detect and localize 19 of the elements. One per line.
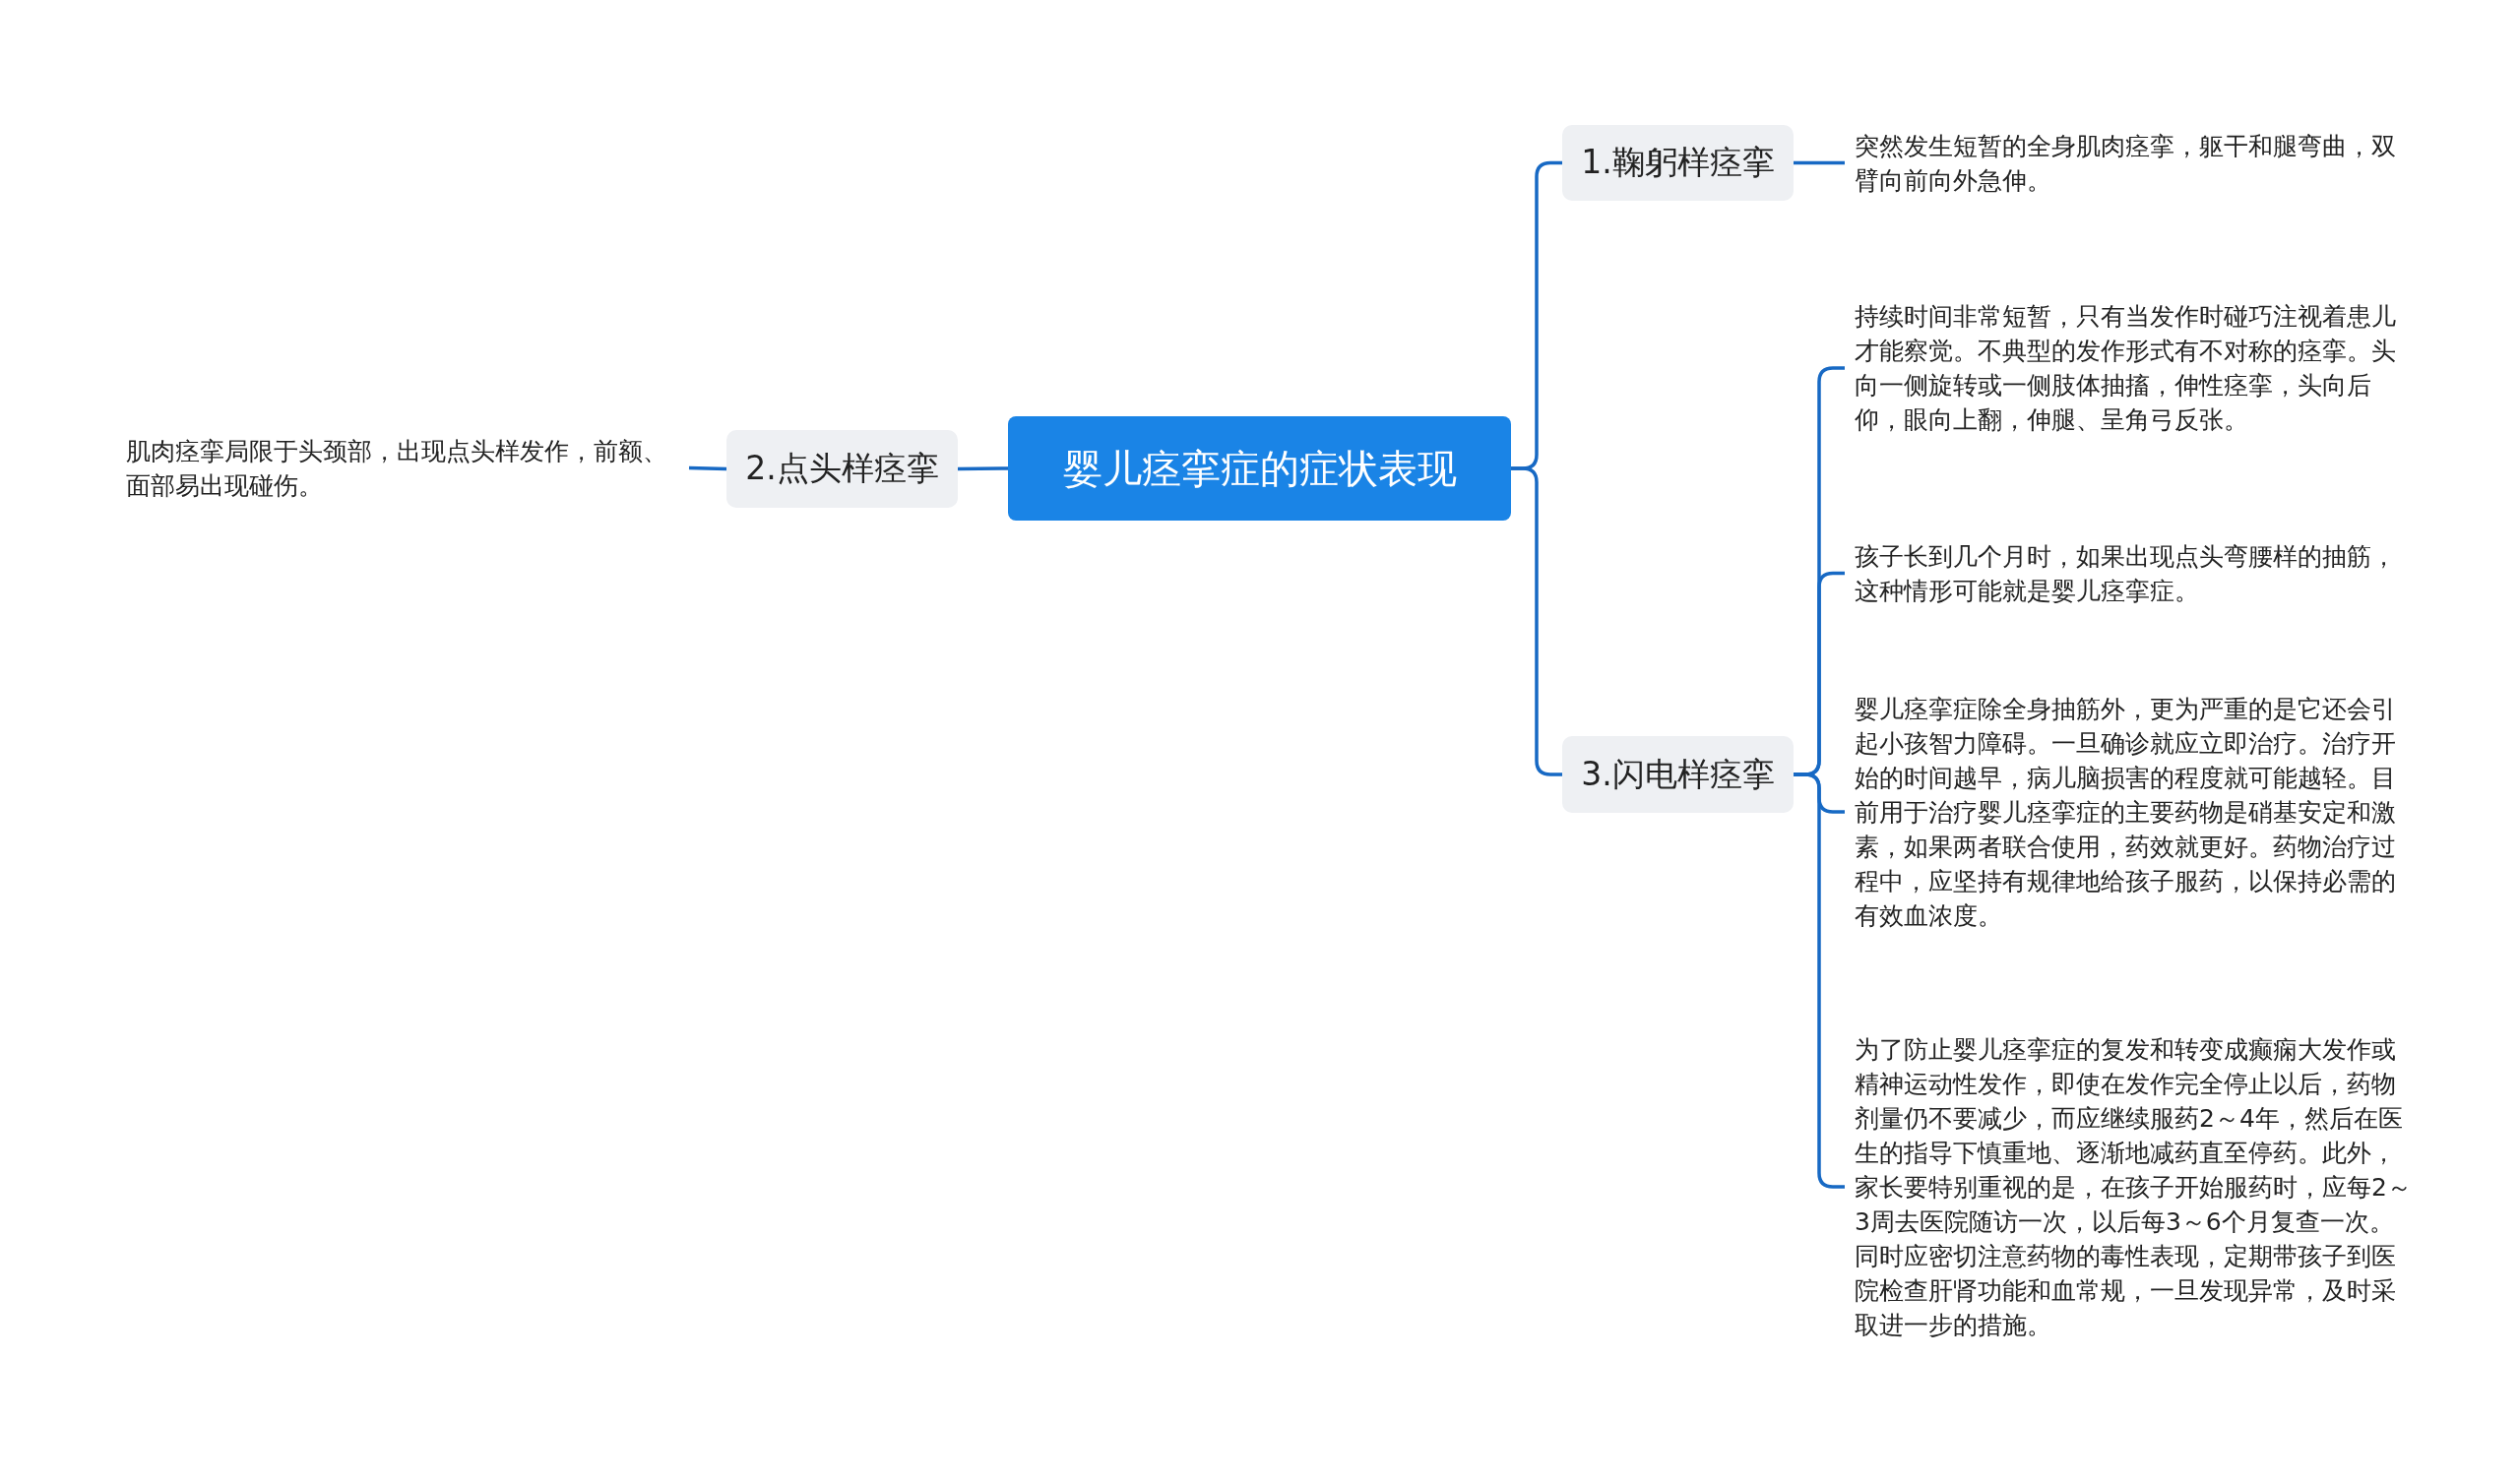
description-text: 孩子长到几个月时，如果出现点头弯腰样的抽筋，这种情形可能就是婴儿痉挛症。 [1855, 540, 2397, 607]
description-text: 为了防止婴儿痉挛症的复发和转变成癫痫大发作或精神运动性发作，即使在发作完全停止以后，药物剂量仍不要减少，而应继续服药2～4年，然后在医生的指导下慎重地、逐渐地减药直至停药。此外，家长要特别重视的是，在孩子开始服药时，应每2～3周去医院随访一次，以后每3～6个月复查一次。同时应密切注意药物的毒性表现，定期带孩子到医院检查肝肾功能和血常规，一旦发现异常，及时采取进一步的措施。 [1855, 1033, 2413, 1341]
connector-line [1794, 160, 1845, 165]
connector-line [1511, 466, 1562, 776]
description-text: 肌肉痉挛局限于头颈部，出现点头样发作，前额、面部易出现碰伤。 [126, 435, 668, 502]
description-text: 突然发生短暂的全身肌肉痉挛，躯干和腿弯曲，双臂向前向外急伸。 [1855, 130, 2397, 197]
topic-label: 3.闪电样痉挛 [1581, 753, 1775, 795]
central-topic [1008, 416, 1511, 521]
topic-box [1562, 736, 1794, 813]
description-text: 持续时间非常短暂，只有当发作时碰巧注视着患儿才能察觉。不典型的发作形式有不对称的痉挛。头向一侧旋转或一侧肢体抽搐，伸性痉挛，头向后仰，眼向上翻，伸腿、呈角弓反张。 [1855, 301, 2397, 436]
topic-box [726, 430, 958, 508]
topic-label: 1.鞠躬样痉挛 [1581, 142, 1775, 183]
connector-line [1794, 772, 1845, 1189]
connector-line [688, 465, 727, 471]
topic-box [1562, 125, 1794, 201]
description-text: 婴儿痉挛症除全身抽筋外，更为严重的是它还会引起小孩智力障碍。一旦确诊就应立即治疗。治疗开始的时间越早，病儿脑损害的程度就可能越轻。目前用于治疗婴儿痉挛症的主要药物是硝基安定和激素，如果两者联合使用，药效就更好。药物治疗过程中，应坚持有规律地给孩子服药，以保持必需的有效血浓度。 [1855, 693, 2397, 932]
topic-label: 2.点头样痉挛 [745, 448, 939, 489]
topic-label: 婴儿痉挛症的症状表现 [1062, 444, 1457, 493]
connector-line [958, 466, 1008, 471]
